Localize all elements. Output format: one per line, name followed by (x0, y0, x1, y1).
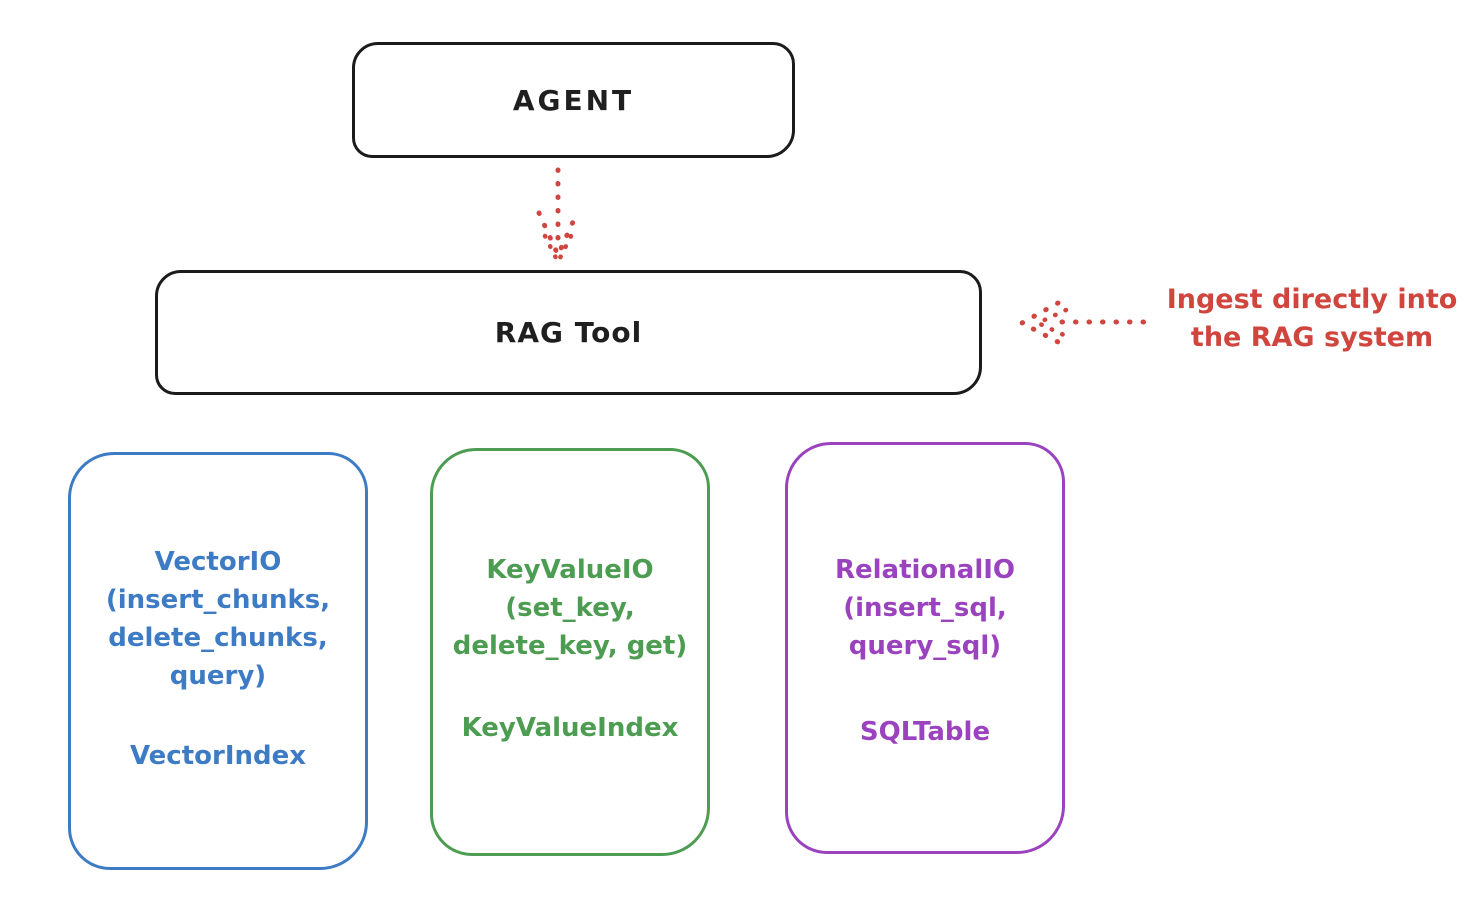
agent-node: AGENT (352, 42, 795, 158)
box-param-line: query_sql) (848, 631, 1002, 661)
vectorio-text: VectorIO (insert_chunks, delete_chunks, … (71, 543, 365, 695)
ingest-annotation-line1: Ingest directly into (1166, 284, 1458, 315)
box-param-line: (set_key, (505, 593, 635, 623)
box-index-label: KeyValueIndex (461, 713, 679, 743)
relationalio-box: RelationalIO (insert_sql, query_sql) SQL… (785, 442, 1065, 854)
keyvalueio-box: KeyValueIO (set_key, delete_key, get) Ke… (430, 448, 710, 856)
box-title: KeyValueIO (486, 555, 654, 585)
box-title: VectorIO (154, 547, 282, 577)
box-param-line: (insert_sql, (843, 593, 1007, 623)
box-title: RelationalIO (834, 555, 1016, 585)
box-param-line: (insert_chunks, (105, 585, 331, 615)
box-index-label: VectorIndex (129, 741, 307, 771)
rag-tool-node: RAG Tool (155, 270, 982, 395)
relationalio-text: RelationalIO (insert_sql, query_sql) (788, 551, 1062, 665)
left-arrow-icon (1016, 300, 1149, 345)
agent-label: AGENT (512, 83, 635, 117)
box-param-line: delete_key, get) (452, 631, 688, 661)
box-param-line: query) (169, 661, 267, 691)
ingest-annotation: Ingest directly into the RAG system (1140, 281, 1484, 357)
box-index-label: SQLTable (859, 717, 991, 747)
ingest-annotation-line2: the RAG system (1190, 322, 1434, 353)
keyvalueio-text: KeyValueIO (set_key, delete_key, get) (433, 551, 707, 665)
vectorio-box: VectorIO (insert_chunks, delete_chunks, … (68, 452, 368, 870)
box-param-line: delete_chunks, (108, 623, 328, 653)
down-arrow-icon (536, 167, 580, 268)
rag-tool-label: RAG Tool (494, 316, 643, 349)
